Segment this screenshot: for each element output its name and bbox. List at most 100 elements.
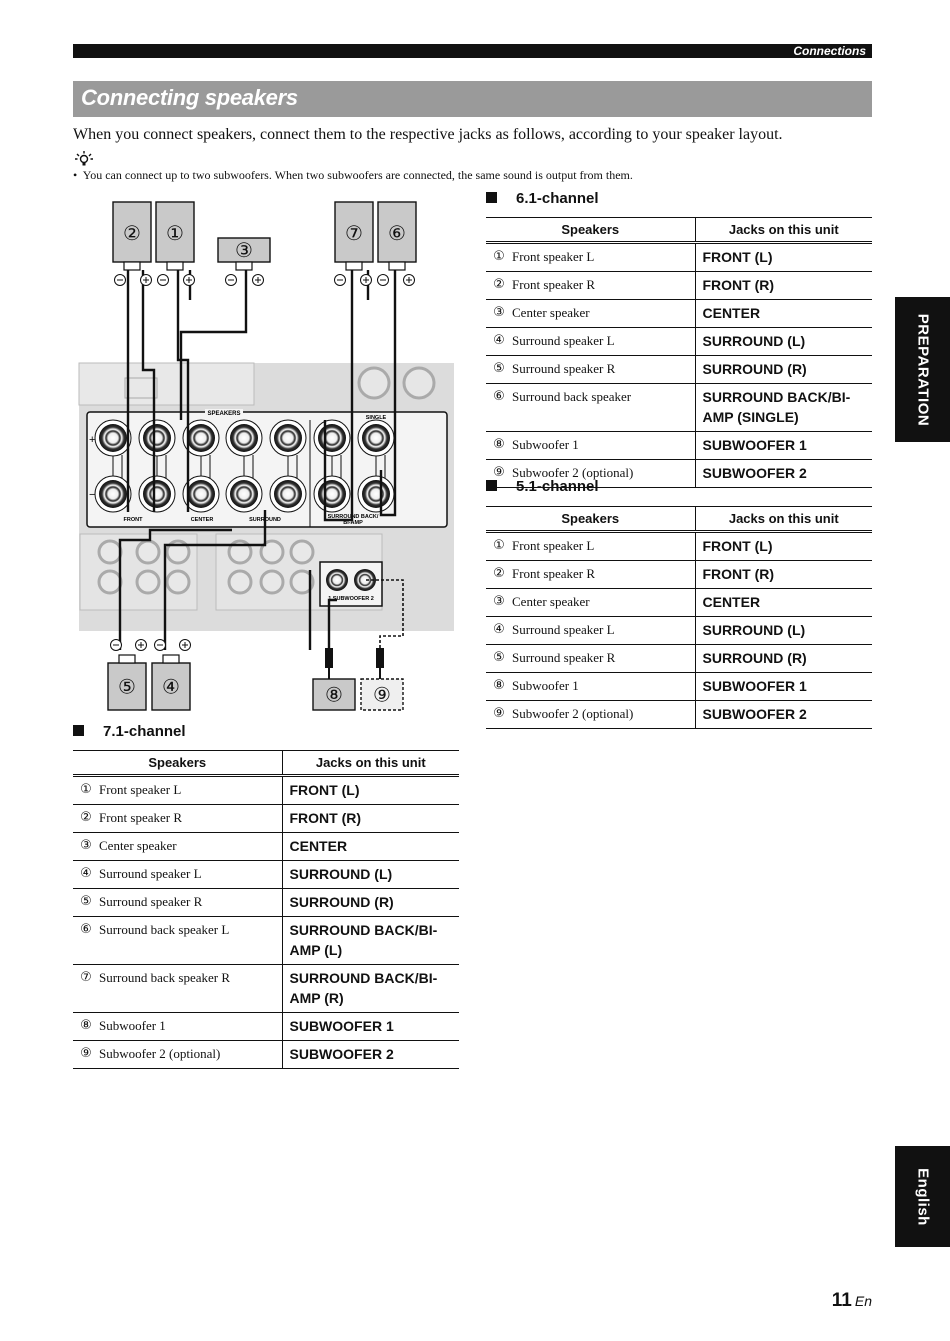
title-bar: Connecting speakers: [73, 81, 872, 117]
speaker-terminal-jack: [99, 424, 127, 452]
header-bar: Connections: [73, 44, 872, 58]
speaker-name: Subwoofer 1: [512, 431, 695, 460]
speaker-name: Center speaker: [512, 588, 695, 617]
label-subwoofer: 1 SUBWOOFER 2: [328, 596, 374, 602]
col-header-speakers: Speakers: [486, 217, 696, 244]
speaker-number: ③: [486, 588, 512, 617]
speaker-number: ⑤: [486, 644, 512, 673]
speaker-number: ①: [486, 242, 512, 272]
speaker-number: ③: [486, 299, 512, 328]
rca-jack: [289, 539, 315, 565]
rca-jack: [165, 569, 191, 595]
rca-jack: [227, 539, 253, 565]
speaker-number-label: ⑧: [325, 685, 343, 707]
speaker-name: Subwoofer 1: [512, 672, 695, 701]
jack-name: CENTER: [281, 832, 459, 861]
speaker-number: ④: [486, 327, 512, 356]
speaker-terminal-jack: [318, 424, 346, 452]
speaker-name: Subwoofer 2 (optional): [99, 1040, 282, 1069]
speaker-number: ⑨: [73, 1040, 99, 1069]
speaker-number-label: ⑤: [118, 677, 136, 699]
speaker-name: Front speaker R: [99, 804, 282, 833]
jack-name: CENTER: [694, 299, 872, 328]
speaker-number: ①: [73, 775, 99, 805]
speaker-box: [155, 201, 195, 263]
speaker-number: ⑤: [73, 888, 99, 917]
jack-name: FRONT (L): [694, 531, 872, 561]
rca-jack: [165, 539, 191, 565]
speaker-number: ⑧: [486, 431, 512, 460]
heading-5-1-channel: 5.1-channel: [486, 478, 599, 495]
speaker-wire: [141, 270, 156, 512]
speaker-name: Surround back speaker R: [99, 964, 282, 1013]
speaker-number: ⑤: [486, 355, 512, 384]
jack-name: SUBWOOFER 2: [694, 459, 872, 488]
heading-6-1-text: 6.1-channel: [516, 190, 599, 207]
speaker-name: Surround speaker L: [512, 616, 695, 645]
speaker-number: ⑦: [73, 964, 99, 1013]
jack-name: SURROUND (L): [694, 327, 872, 356]
heading-5-1-text: 5.1-channel: [516, 478, 599, 495]
rca-jack: [259, 569, 285, 595]
speaker-number: ①: [486, 531, 512, 561]
speaker-box: [151, 662, 191, 711]
jack-name: SUBWOOFER 2: [694, 700, 872, 729]
speaker-name: Subwoofer 1: [99, 1012, 282, 1041]
subwoofer-2-cable: [365, 579, 404, 648]
rca-jack: [97, 569, 123, 595]
tip-body: You can connect up to two subwoofers. Wh…: [82, 168, 633, 182]
speaker-name: Surround back speaker L: [99, 916, 282, 965]
label-center: CENTER: [191, 517, 214, 523]
speaker-wire: [179, 270, 248, 420]
rca-jack: [97, 539, 123, 565]
tab-preparation: PREPARATION: [895, 297, 950, 442]
tab-english: English: [895, 1146, 950, 1247]
speaker-name: Center speaker: [512, 299, 695, 328]
page-number-value: 11: [831, 1290, 852, 1311]
speaker-name: Surround speaker R: [99, 888, 282, 917]
speaker-terminal-jack: [230, 480, 258, 508]
rca-jack: [289, 569, 315, 595]
col-header-jacks: Jacks on this unit: [695, 506, 872, 533]
jack-name: SUBWOOFER 2: [281, 1040, 459, 1069]
speaker-wire: [176, 270, 190, 512]
jack-name: SURROUND (L): [694, 616, 872, 645]
tip-icon: [75, 151, 93, 166]
speaker-number: ④: [486, 616, 512, 645]
speaker-terminal: [388, 261, 406, 271]
jack-name: SUBWOOFER 1: [281, 1012, 459, 1041]
speaker-number: ②: [486, 560, 512, 589]
speaker-name: Front speaker R: [512, 271, 695, 300]
speaker-terminal-jack: [362, 424, 390, 452]
speaker-wire: [327, 598, 337, 648]
hdmi-port: [124, 377, 158, 399]
speaker-terminal: [235, 261, 253, 271]
speaker-name: Front speaker L: [512, 531, 695, 561]
speaker-name: Center speaker: [99, 832, 282, 861]
speaker-number: ④: [73, 860, 99, 889]
speaker-name: Front speaker L: [99, 775, 282, 805]
subwoofer-1-jack: [326, 569, 348, 591]
jack-name: SURROUND BACK/BI-AMP (R): [281, 964, 459, 1013]
tab-english-label: English: [914, 1167, 931, 1226]
speaker-name: Surround speaker L: [99, 860, 282, 889]
jack-name: SURROUND (L): [281, 860, 459, 889]
label-front: FRONT: [124, 517, 144, 523]
